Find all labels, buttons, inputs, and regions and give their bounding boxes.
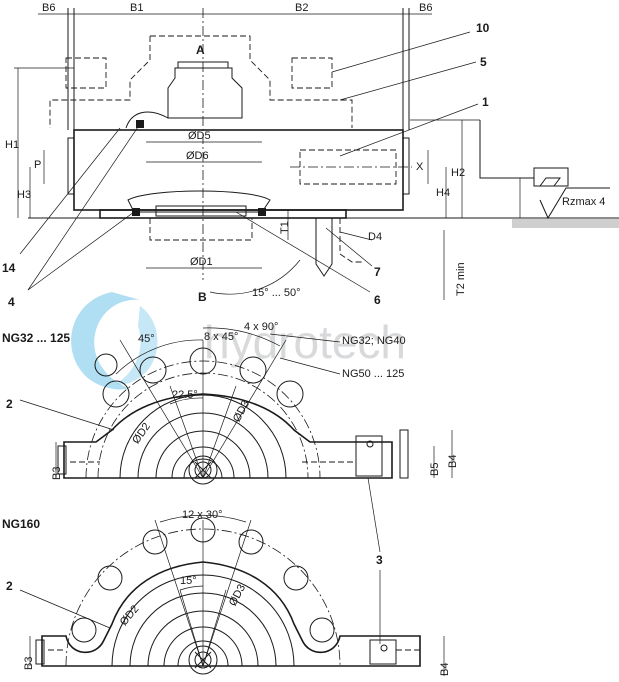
ng32-40-label: NG32; NG40 xyxy=(342,335,406,347)
dim-h1: H1 xyxy=(5,139,19,151)
dim-b5: B5 xyxy=(429,463,441,476)
rz-label: Rzmax 4 xyxy=(562,196,605,208)
dim-h3: H3 xyxy=(17,189,31,201)
dim-b1: B1 xyxy=(130,2,143,14)
dim-b4-ng160: B4 xyxy=(439,663,451,676)
section-title-ng32-125: NG32 ... 125 xyxy=(2,331,70,345)
dim-h2: H2 xyxy=(451,167,465,179)
callout-7: 7 xyxy=(374,265,381,279)
callout-1: 1 xyxy=(482,95,489,109)
dim-h4: H4 xyxy=(436,187,450,199)
dim-d2-ng32: ØD2 xyxy=(130,421,153,446)
dim-d2-ng160: ØD2 xyxy=(118,603,142,628)
angle-12x30-label: 12 x 30° xyxy=(182,509,222,521)
angle-range-label: 15° ... 50° xyxy=(252,287,301,299)
callout-2-ng160: 2 xyxy=(6,579,13,593)
dim-x: X xyxy=(416,161,424,173)
callout-5: 5 xyxy=(480,55,487,69)
dim-p: P xyxy=(34,159,41,171)
ng160-view: NG160 12 x 30° 15° ØD2 ØD3 xyxy=(2,509,451,676)
dim-b6-left: B6 xyxy=(42,2,55,14)
angle-22-5-label: 22.5° xyxy=(172,389,198,401)
callout-2-ng32: 2 xyxy=(6,397,13,411)
dim-d6: ØD6 xyxy=(186,150,209,162)
angle-8x45-label: 8 x 45° xyxy=(204,331,238,343)
callout-14: 14 xyxy=(2,261,16,275)
dim-b6-right: B6 xyxy=(419,2,432,14)
callout-6: 6 xyxy=(374,293,381,307)
dim-d4: D4 xyxy=(368,231,382,243)
section-marker-a: A xyxy=(196,43,205,57)
dim-d5: ØD5 xyxy=(188,130,211,142)
watermark: hydrotech xyxy=(71,292,406,390)
dim-t2-min: T2 min xyxy=(455,262,467,296)
section-title-ng160: NG160 xyxy=(2,517,40,531)
section-marker-b: B xyxy=(198,290,207,304)
angle-45-label: 45° xyxy=(138,333,155,345)
dim-d1: ØD1 xyxy=(190,256,213,268)
watermark-logo-icon xyxy=(71,292,158,390)
watermark-text: hydrotech xyxy=(204,316,406,368)
angle-4x90-label: 4 x 90° xyxy=(244,321,278,333)
dim-b4-ng32: B4 xyxy=(447,455,459,468)
dim-b3-ng32: B3 xyxy=(51,467,63,480)
callout-4: 4 xyxy=(8,295,15,309)
dim-b3-ng160: B3 xyxy=(23,657,35,670)
ng50-125-label: NG50 ... 125 xyxy=(342,368,404,380)
dim-d3-ng160: ØD3 xyxy=(227,583,248,609)
dim-t1: T1 xyxy=(279,221,291,234)
dim-b2: B2 xyxy=(295,2,308,14)
callout-10: 10 xyxy=(476,21,490,35)
callout-3: 3 xyxy=(376,553,383,567)
top-section-view: B6 B1 B2 B6 A ØD5 xyxy=(2,2,619,309)
angle-15-label: 15° xyxy=(180,575,197,587)
ng32-125-view: NG32 ... 125 45° 8 x 4 xyxy=(2,321,459,567)
